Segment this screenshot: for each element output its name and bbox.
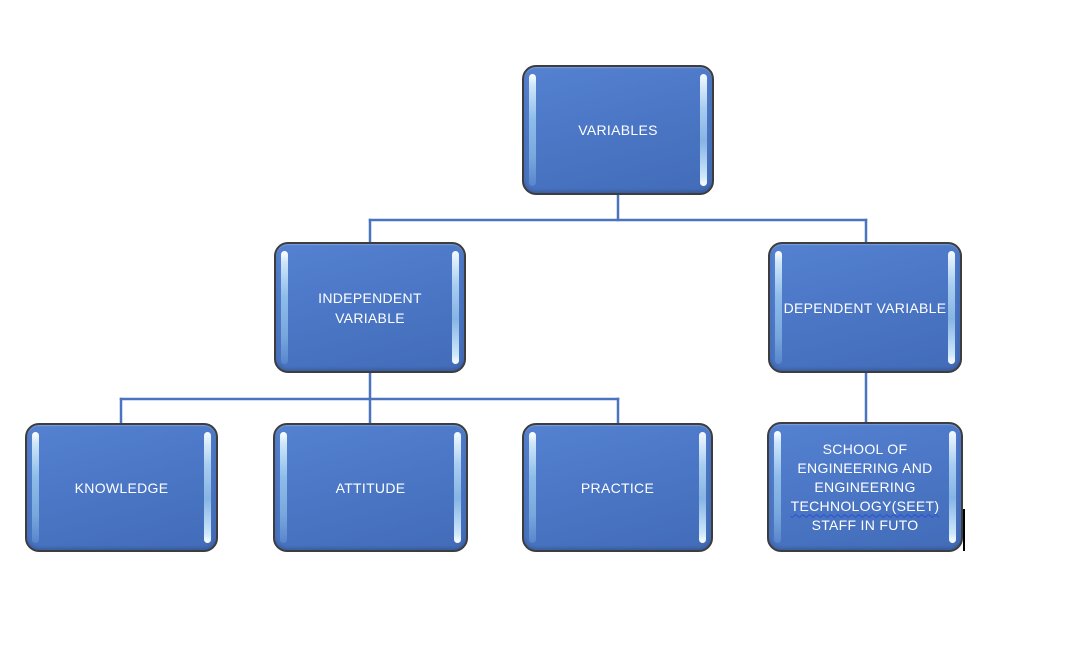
node-label-part: SCHOOL OF ENGINEERING AND ENGINEERING xyxy=(797,440,933,495)
gloss-highlight xyxy=(774,431,781,543)
gloss-highlight xyxy=(529,74,536,186)
node-label: DEPENDENT VARIABLE xyxy=(783,299,947,316)
node-label: SCHOOL OF ENGINEERING AND ENGINEERING TE… xyxy=(791,440,940,535)
node-label: KNOWLEDGE xyxy=(74,479,169,496)
gloss-highlight xyxy=(454,432,461,543)
gloss-highlight xyxy=(452,251,459,364)
gloss-highlight xyxy=(281,251,288,364)
node-label: ATTITUDE xyxy=(335,479,406,496)
node-label-part: STAFF IN FUTO xyxy=(811,516,919,533)
gloss-highlight xyxy=(949,431,956,543)
node-label: PRACTICE xyxy=(580,479,655,496)
node-label: VARIABLES xyxy=(578,122,658,138)
gloss-highlight xyxy=(700,74,707,186)
node-attitude[interactable]: ATTITUDE xyxy=(273,423,468,552)
gloss-highlight xyxy=(204,432,211,543)
node-practice[interactable]: PRACTICE xyxy=(522,423,713,552)
gloss-highlight xyxy=(32,432,39,543)
node-variables[interactable]: VARIABLES xyxy=(522,65,714,195)
gloss-highlight xyxy=(529,432,536,543)
node-knowledge[interactable]: KNOWLEDGE xyxy=(25,423,218,552)
gloss-highlight xyxy=(699,432,706,543)
gloss-highlight xyxy=(280,432,287,543)
node-dependent-variable[interactable]: DEPENDENT VARIABLE xyxy=(768,242,962,373)
node-label: INDEPENDENT VARIABLE xyxy=(318,289,422,326)
misspelled-word-squiggle: TECHNOLOGY(SEET) xyxy=(790,497,940,514)
gloss-highlight xyxy=(948,251,955,364)
node-independent-variable[interactable]: INDEPENDENT VARIABLE xyxy=(274,242,466,373)
node-seet-staff[interactable]: SCHOOL OF ENGINEERING AND ENGINEERING TE… xyxy=(767,422,963,552)
gloss-highlight xyxy=(775,251,782,364)
text-cursor xyxy=(963,509,965,551)
